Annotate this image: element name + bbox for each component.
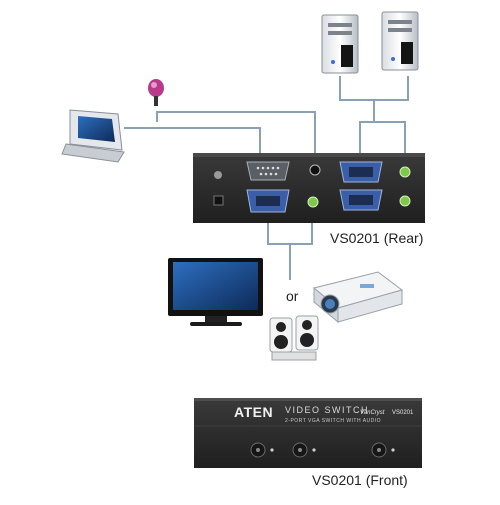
computer-tower-1 <box>321 14 359 74</box>
front-view-label: VS0201 (Front) <box>312 472 408 488</box>
speakers <box>269 315 319 361</box>
flat-screen-tv <box>168 258 263 326</box>
port-led-1 <box>270 448 274 452</box>
select-button-1[interactable] <box>250 442 266 458</box>
port-led-3 <box>391 448 395 452</box>
port-led-2 <box>312 448 316 452</box>
ir-receiver <box>148 79 164 106</box>
product-subtitle: 2-PORT VGA SWITCH WITH AUDIO <box>285 418 382 424</box>
ground-screw <box>214 171 222 179</box>
computer-tower-2 <box>381 11 419 71</box>
serial-port <box>246 161 290 181</box>
rear-view-label: VS0201 (Rear) <box>330 230 424 246</box>
front-model-number: VS0201 <box>392 410 414 416</box>
vga-input-port-2 <box>339 189 383 211</box>
touch-panel <box>61 109 125 163</box>
projector <box>312 271 404 324</box>
product-title: VIDEO SWITCH <box>285 405 370 415</box>
cable-pc2 <box>374 121 406 155</box>
cable-group <box>124 76 409 280</box>
select-button-3[interactable] <box>371 442 387 458</box>
cable-pc1 <box>339 76 409 101</box>
audio-output-jack <box>307 196 319 208</box>
vga-input-port-1 <box>339 161 383 183</box>
remote-port <box>309 164 321 176</box>
vga-output-port <box>246 189 290 213</box>
audio-input-jack-1 <box>399 166 411 178</box>
power-jack <box>213 195 224 206</box>
cable-touch-panel <box>124 127 261 160</box>
cable-pc-trunk <box>359 100 375 155</box>
select-button-2[interactable] <box>292 442 308 458</box>
cable-remote <box>156 111 316 160</box>
brand-logo-text: ATEN <box>234 404 274 420</box>
rear-panel <box>193 153 425 223</box>
or-label: or <box>286 288 299 304</box>
audio-input-jack-2 <box>399 195 411 207</box>
front-panel <box>194 398 422 468</box>
series-name: VanCryst <box>360 410 385 416</box>
